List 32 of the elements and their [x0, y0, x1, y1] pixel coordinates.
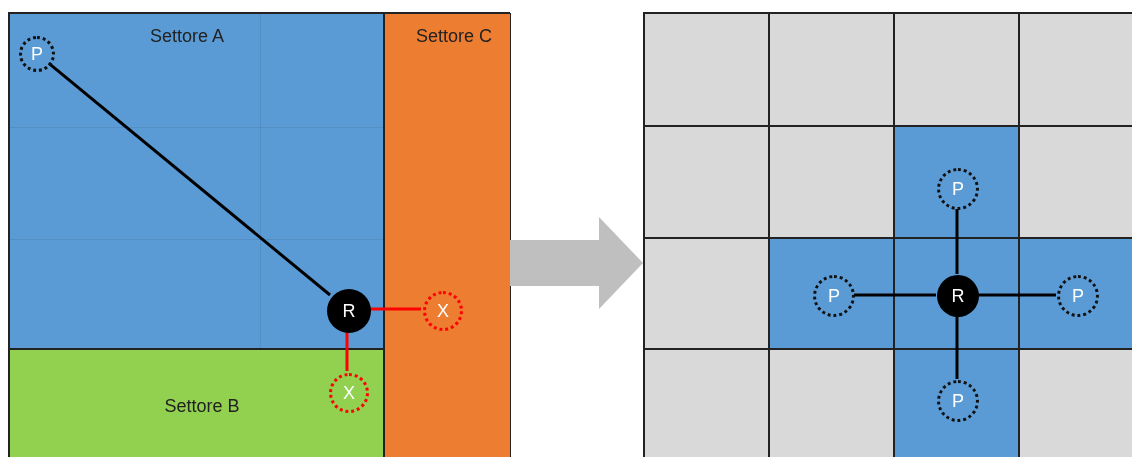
connector-line: [978, 293, 1056, 297]
marker-letter: R: [951, 287, 965, 305]
sector-region: [384, 13, 511, 457]
connector-line: [369, 307, 421, 311]
map-panel: [8, 12, 510, 457]
marker-letter: P: [1072, 287, 1084, 305]
marker-letter: X: [343, 384, 355, 402]
block-arrow: [510, 217, 643, 309]
dotted-circle-marker: [423, 291, 463, 331]
sector-title: Settore A: [149, 26, 225, 47]
sector-title: Settore C: [416, 26, 492, 47]
connector-line: [854, 293, 936, 297]
dotted-circle-marker: [937, 168, 979, 210]
marker-letter: P: [31, 45, 43, 63]
marker-letter: P: [952, 180, 964, 198]
dotted-circle-marker: [19, 36, 55, 72]
grid-panel: [643, 12, 1132, 457]
marker-letter: P: [952, 392, 964, 410]
dotted-circle-marker: [937, 380, 979, 422]
dotted-circle-marker: [1057, 275, 1099, 317]
dotted-circle-marker: [329, 373, 369, 413]
sector-region: [9, 349, 384, 457]
filled-circle-marker: [327, 289, 371, 333]
marker-letter: P: [828, 287, 840, 305]
connector-line: [955, 316, 959, 379]
connector-line: [955, 209, 959, 274]
dotted-circle-marker: [813, 275, 855, 317]
sector-region: [9, 13, 384, 349]
connector-line: [345, 331, 349, 371]
marker-letter: R: [342, 302, 356, 320]
marker-letter: X: [437, 302, 449, 320]
sector-title: Settore B: [164, 396, 240, 417]
